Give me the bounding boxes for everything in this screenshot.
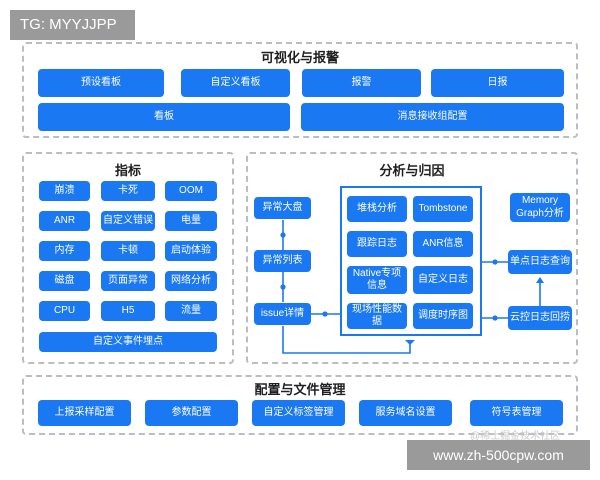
custom-dashboard-button[interactable]: 自定义看板 <box>181 69 290 97</box>
metric-network-button[interactable]: 网络分析 <box>165 271 217 291</box>
tombstone-button[interactable]: Tombstone <box>413 196 473 222</box>
metric-cpu-button[interactable]: CPU <box>39 301 90 321</box>
analysis-panel <box>246 152 578 364</box>
single-log-query-button[interactable]: 单点日志查询 <box>508 250 572 274</box>
memory-graph-button[interactable]: Memory Graph分析 <box>510 193 570 222</box>
preset-dashboard-button[interactable]: 预设看板 <box>38 69 164 97</box>
param-config-button[interactable]: 参数配置 <box>145 400 238 426</box>
watermark-bottom: www.zh-500cpw.com <box>407 440 590 470</box>
trace-log-button[interactable]: 跟踪日志 <box>347 231 407 257</box>
custom-log-button[interactable]: 自定义日志 <box>413 266 473 294</box>
metric-disk-button[interactable]: 磁盘 <box>39 271 90 291</box>
analysis-panel-title: 分析与归因 <box>379 163 445 178</box>
message-group-config-button[interactable]: 消息接收组配置 <box>301 103 564 131</box>
scene-perf-data-button[interactable]: 现场性能数据 <box>347 303 407 329</box>
metrics-panel-title: 指标 <box>114 163 141 178</box>
native-info-button[interactable]: Native专项信息 <box>347 266 407 294</box>
stack-analysis-button[interactable]: 堆栈分析 <box>347 196 407 222</box>
watermark-top: TG: MYYJJPP <box>10 10 135 40</box>
metric-crash-button[interactable]: 崩溃 <box>39 181 90 201</box>
viz-panel-title: 可视化与报警 <box>260 50 339 65</box>
daily-report-button[interactable]: 日报 <box>431 69 564 97</box>
anomaly-list-button[interactable]: 异常列表 <box>254 250 311 272</box>
watermark-faint: @稀土掘金技术社区 <box>470 431 561 442</box>
metric-freeze-button[interactable]: 卡死 <box>101 181 155 201</box>
viz-panel <box>22 42 578 138</box>
alert-button[interactable]: 报警 <box>302 69 421 97</box>
metric-traffic-button[interactable]: 流量 <box>165 301 217 321</box>
metrics-panel <box>22 152 234 364</box>
anomaly-overview-button[interactable]: 异常大盘 <box>254 197 311 219</box>
domain-setting-button[interactable]: 服务域名设置 <box>359 400 452 426</box>
metric-oom-button[interactable]: OOM <box>165 181 217 201</box>
symbol-table-manage-button[interactable]: 符号表管理 <box>470 400 563 426</box>
metric-custom-error-button[interactable]: 自定义错误 <box>101 211 155 231</box>
metric-jank-button[interactable]: 卡顿 <box>101 241 155 261</box>
config-panel-title: 配置与文件管理 <box>254 382 346 397</box>
detail-group-box <box>340 186 482 336</box>
metric-page-error-button[interactable]: 页面异常 <box>101 271 155 291</box>
schedule-timeline-button[interactable]: 调度时序图 <box>413 303 473 329</box>
metric-anr-button[interactable]: ANR <box>39 211 90 231</box>
custom-tag-manage-button[interactable]: 自定义标签管理 <box>252 400 345 426</box>
metric-custom-event-button[interactable]: 自定义事件埋点 <box>39 332 217 352</box>
metric-memory-button[interactable]: 内存 <box>39 241 90 261</box>
sampling-config-button[interactable]: 上报采样配置 <box>38 400 131 426</box>
metric-battery-button[interactable]: 电量 <box>165 211 217 231</box>
dashboard-button[interactable]: 看板 <box>38 103 290 131</box>
cloud-log-retrieve-button[interactable]: 云控日志回捞 <box>508 306 572 330</box>
config-panel <box>22 375 578 435</box>
anr-info-button[interactable]: ANR信息 <box>413 231 473 257</box>
metric-launch-button[interactable]: 启动体验 <box>165 241 217 261</box>
issue-detail-button[interactable]: issue详情 <box>254 303 311 325</box>
metric-h5-button[interactable]: H5 <box>101 301 155 321</box>
